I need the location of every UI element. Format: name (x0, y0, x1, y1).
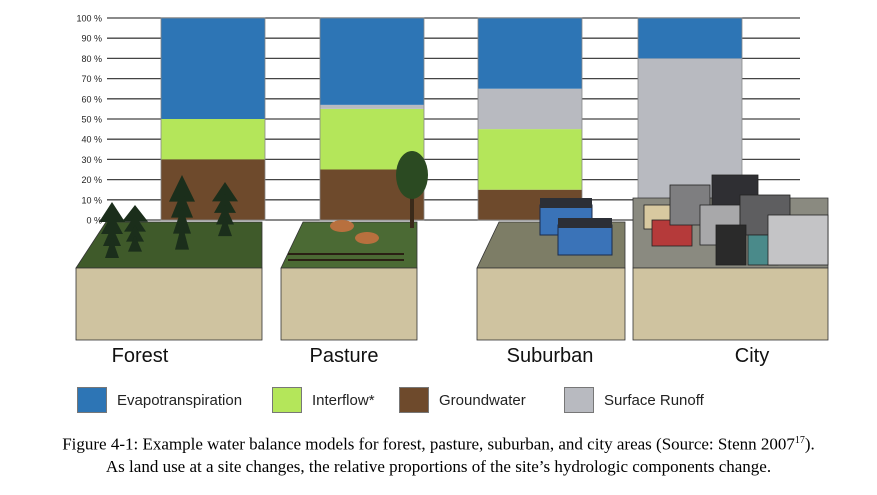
tree-icon (214, 193, 236, 213)
land-block (75, 221, 263, 341)
building-icon (767, 214, 829, 266)
forest-trees (99, 175, 238, 258)
y-tick-label: 10 % (81, 195, 102, 205)
tree-icon (171, 191, 193, 218)
legend-item: Surface Runoff (564, 383, 704, 417)
tree-icon (169, 175, 195, 202)
legend-item: Groundwater (399, 383, 526, 417)
land-block-front (75, 267, 263, 341)
roof-icon (558, 218, 612, 228)
bar-segment-interflow (161, 119, 265, 160)
legend-item: Evapotranspiration (77, 383, 242, 417)
legend-label: Interflow* (312, 391, 375, 409)
legend-swatch (77, 387, 107, 413)
chart-area: 0 % 10 % 20 % 30 % 40 % 50 % 60 % 70 % 80 % 90 % 1… (75, 14, 829, 367)
legend: Evapotranspiration Interflow* Groundwater S… (0, 383, 877, 417)
cow-icon (355, 232, 379, 244)
bar-segment-evapotranspiration (638, 18, 742, 59)
bar-segment-interflow (478, 129, 582, 190)
category-labels: Forest Pasture Suburban City (112, 345, 770, 367)
bar-segment-evapotranspiration (320, 18, 424, 105)
tree-icon (216, 205, 234, 225)
tree-icon (173, 207, 191, 234)
caption-text-1: Figure 4-1: Example water balance models… (62, 434, 795, 454)
y-tick-label: 70 % (81, 74, 102, 84)
legend-item: Interflow* (272, 383, 375, 417)
y-tick-label: 80 % (81, 54, 102, 64)
legend-swatch (564, 387, 594, 413)
category-label: Pasture (310, 345, 379, 367)
y-tick-label: 20 % (81, 175, 102, 185)
legend-label: Surface Runoff (604, 391, 704, 409)
category-label: City (735, 345, 769, 367)
tree-icon (126, 225, 144, 242)
legend-swatch (272, 387, 302, 413)
caption-superscript: 17 (794, 435, 805, 446)
figure-caption: Figure 4-1: Example water balance models… (0, 430, 877, 478)
y-tick-label: 60 % (81, 94, 102, 104)
tree-icon (124, 215, 146, 232)
blocks-layer (75, 151, 829, 341)
bar-outline (319, 17, 425, 221)
tree-trunk (410, 190, 414, 228)
building-icon (715, 224, 747, 266)
bar-outline (477, 17, 583, 221)
legend-swatch (399, 387, 429, 413)
bar-segment-evapotranspiration (478, 18, 582, 89)
pasture-scene (288, 151, 428, 261)
tree-icon (218, 216, 232, 237)
city-buildings (643, 174, 829, 266)
caption-line-1: Figure 4-1: Example water balance models… (0, 430, 877, 456)
legend-label: Groundwater (439, 391, 526, 409)
y-axis-ticks: 0 % 10 % 20 % 30 % 40 % 50 % 60 % 70 % 80 % 90 % 1… (76, 14, 102, 226)
tree-icon (128, 235, 142, 252)
suburban-houses (539, 198, 613, 256)
y-tick-label: 40 % (81, 135, 102, 145)
house-icon (557, 224, 613, 256)
y-tick-label: 0 % (86, 216, 102, 226)
tree-icon (105, 238, 119, 258)
tree-icon (396, 151, 428, 199)
land-block-front (280, 267, 418, 341)
land-block-front (632, 267, 829, 341)
tree-icon (101, 214, 123, 234)
y-tick-label: 90 % (81, 34, 102, 44)
tree-icon (175, 223, 189, 250)
bar-segment-evapotranspiration (161, 18, 265, 119)
category-label: Suburban (507, 345, 594, 367)
y-tick-label: 100 % (76, 14, 102, 24)
tree-icon (103, 226, 121, 246)
caption-text-1-end: ). (804, 434, 815, 454)
land-block-front (476, 267, 626, 341)
roof-icon (540, 198, 592, 208)
category-label: Forest (112, 345, 169, 367)
legend-label: Evapotranspiration (117, 391, 243, 409)
tree-icon (99, 202, 125, 222)
bars-layer (160, 17, 743, 221)
tree-icon (122, 205, 148, 222)
y-tick-label: 30 % (81, 155, 102, 165)
bar-segment-surface-runoff (320, 104, 424, 109)
land-block (280, 221, 418, 341)
bar-segment-surface-runoff (478, 88, 582, 130)
tree-icon (212, 182, 238, 202)
bar-outline (160, 17, 266, 221)
y-tick-label: 50 % (81, 115, 102, 125)
cow-icon (330, 220, 354, 232)
caption-line-2: As land use at a site changes, the relat… (105, 456, 772, 476)
land-block (476, 221, 626, 341)
